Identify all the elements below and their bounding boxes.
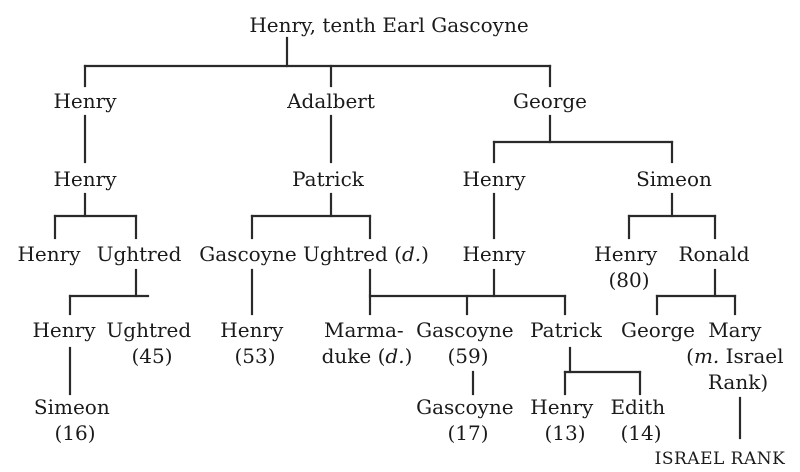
node-george-henry: Henry xyxy=(462,167,526,191)
node-george-henry-son: Henry xyxy=(462,242,526,266)
node-root: Henry, tenth Earl Gascoyne xyxy=(249,13,528,37)
node-marmaduke: Marma- duke (d.) xyxy=(322,318,413,368)
node-patrick-2: Patrick xyxy=(530,318,603,342)
tree-connectors xyxy=(53,36,742,440)
node-ronald: Ronald xyxy=(678,242,749,266)
node-great-grandson-henry: Henry xyxy=(32,318,96,342)
node-simeon-16: Simeon (16) xyxy=(34,395,116,445)
node-ughtred: Ughtred xyxy=(97,242,182,266)
node-henry: Henry xyxy=(53,89,117,113)
node-gascoyne-59: Gascoyne (59) xyxy=(416,318,520,368)
node-israel-rank: ISRAEL RANK xyxy=(655,449,786,469)
node-henry-80: Henry (80) xyxy=(594,242,663,292)
node-ughtred-45: Ughtred (45) xyxy=(106,318,197,368)
tree-nodes: Henry, tenth Earl Gascoyne Henry Adalber… xyxy=(17,13,790,469)
node-simeon: Simeon xyxy=(636,167,712,191)
node-henry-13: Henry (13) xyxy=(530,395,599,445)
node-gascoyne-17: Gascoyne (17) xyxy=(416,395,520,445)
node-george: George xyxy=(513,89,587,113)
node-edith-14: Edith (14) xyxy=(610,395,671,445)
node-ughtred-d: Ughtred (d.) xyxy=(303,242,429,266)
node-henry-53: Henry (53) xyxy=(220,318,289,368)
node-george-2: George xyxy=(621,318,695,342)
node-grandson-henry: Henry xyxy=(17,242,81,266)
node-adalbert: Adalbert xyxy=(286,89,375,113)
node-henry-son: Henry xyxy=(53,167,117,191)
node-mary: Mary (m. Israel Rank) xyxy=(686,318,790,394)
node-patrick: Patrick xyxy=(292,167,365,191)
node-gascoyne: Gascoyne xyxy=(199,242,296,266)
